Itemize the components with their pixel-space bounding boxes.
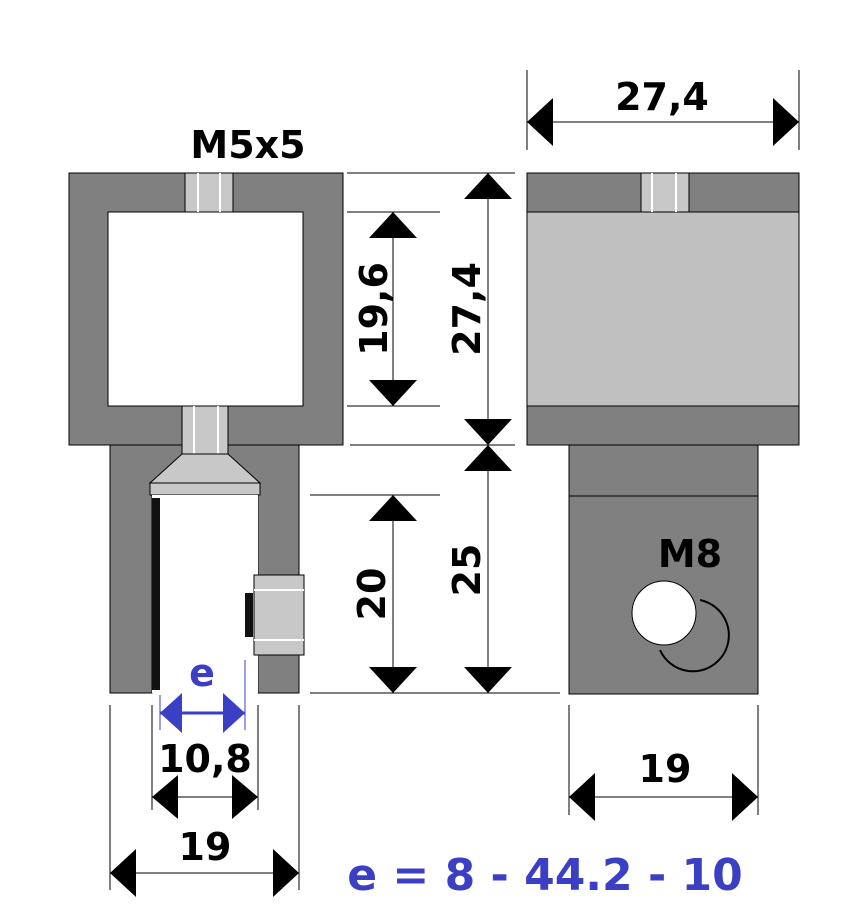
e-label: e bbox=[189, 651, 215, 695]
dimension-lines bbox=[109, 70, 800, 890]
side-top-screw bbox=[640, 172, 690, 213]
top-width-label: 27,4 bbox=[615, 75, 709, 119]
formula-label: e = 8 - 44.2 - 10 bbox=[347, 850, 743, 901]
left-plate bbox=[152, 498, 160, 690]
fork-slot bbox=[152, 495, 258, 693]
e-dimension bbox=[159, 660, 246, 733]
countersunk-screw-shaft bbox=[181, 405, 229, 455]
block-height-label: 27,4 bbox=[445, 262, 489, 356]
side-lower-block bbox=[568, 444, 759, 695]
upper-cavity bbox=[107, 211, 304, 407]
inner-height-label: 19,6 bbox=[352, 262, 396, 356]
m8-thread-hole bbox=[631, 580, 697, 646]
front-view bbox=[68, 172, 344, 694]
top-screw-hole bbox=[184, 172, 234, 213]
lower-height-label: 25 bbox=[445, 544, 489, 597]
inner-width-label: 10,8 bbox=[158, 737, 252, 781]
right-width-label: 19 bbox=[639, 747, 692, 791]
screw-thread-label: M5x5 bbox=[190, 123, 305, 167]
side-middle-band bbox=[526, 211, 800, 407]
m8-thread-label: M8 bbox=[658, 532, 722, 576]
side-screw bbox=[253, 574, 305, 656]
left-width-label: 19 bbox=[179, 825, 232, 869]
right-pad bbox=[245, 593, 253, 637]
slot-depth-label: 20 bbox=[350, 568, 394, 621]
arrowheads bbox=[110, 98, 799, 897]
side-view bbox=[526, 172, 800, 695]
